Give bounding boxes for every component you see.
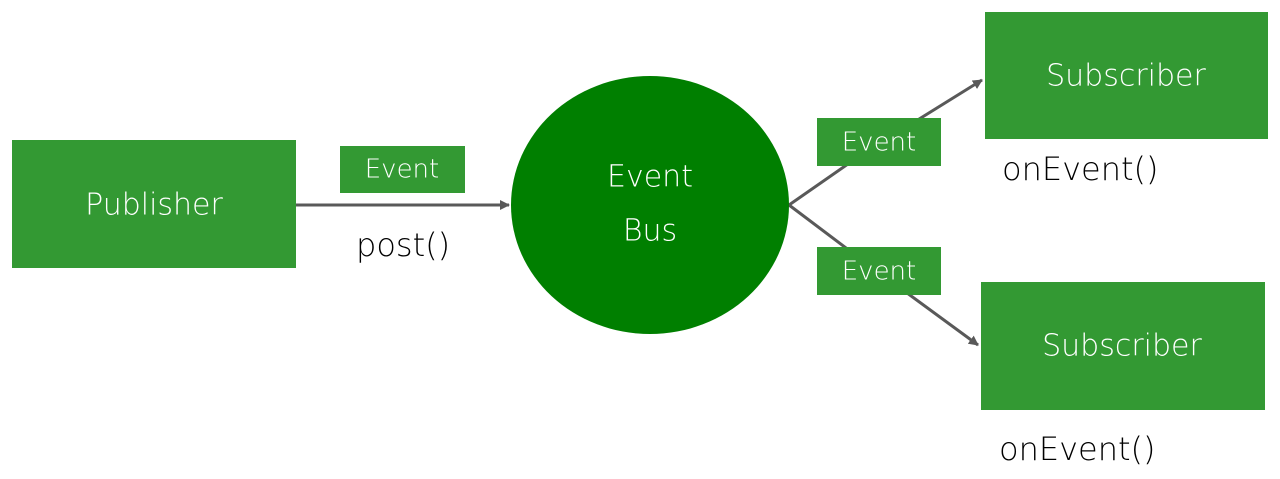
- event-bus-circle: [511, 76, 789, 334]
- event-tag-subscriber-1: Event: [817, 118, 941, 166]
- event-bus-node: Event Bus: [511, 76, 789, 334]
- publisher-box: [12, 140, 296, 268]
- event-bus-label-line2: Bus: [623, 214, 677, 249]
- subscriber-node-1: Subscriber: [985, 12, 1268, 139]
- publisher-node: Publisher: [12, 140, 296, 268]
- event-tag-subscriber-2: Event: [817, 247, 941, 295]
- event-tag-label: Event: [842, 257, 916, 287]
- subscriber-label: Subscriber: [1046, 59, 1206, 94]
- event-tag-publish: Event: [340, 146, 465, 193]
- publisher-label: Publisher: [85, 188, 223, 223]
- subscriber-label: Subscriber: [1042, 329, 1202, 364]
- event-bus-label-line1: Event: [607, 160, 693, 195]
- event-tag-box: [340, 146, 465, 193]
- post-method-label: post(): [356, 226, 450, 264]
- event-tag-box: [817, 247, 941, 295]
- subscriber-node-2: Subscriber: [981, 282, 1265, 410]
- event-tag-label: Event: [365, 155, 439, 185]
- event-tag-box: [817, 118, 941, 166]
- on-event-method-label: onEvent(): [1002, 150, 1159, 188]
- subscriber-box: [985, 12, 1268, 139]
- on-event-method-label: onEvent(): [999, 430, 1156, 468]
- event-tag-label: Event: [842, 128, 916, 158]
- subscriber-box: [981, 282, 1265, 410]
